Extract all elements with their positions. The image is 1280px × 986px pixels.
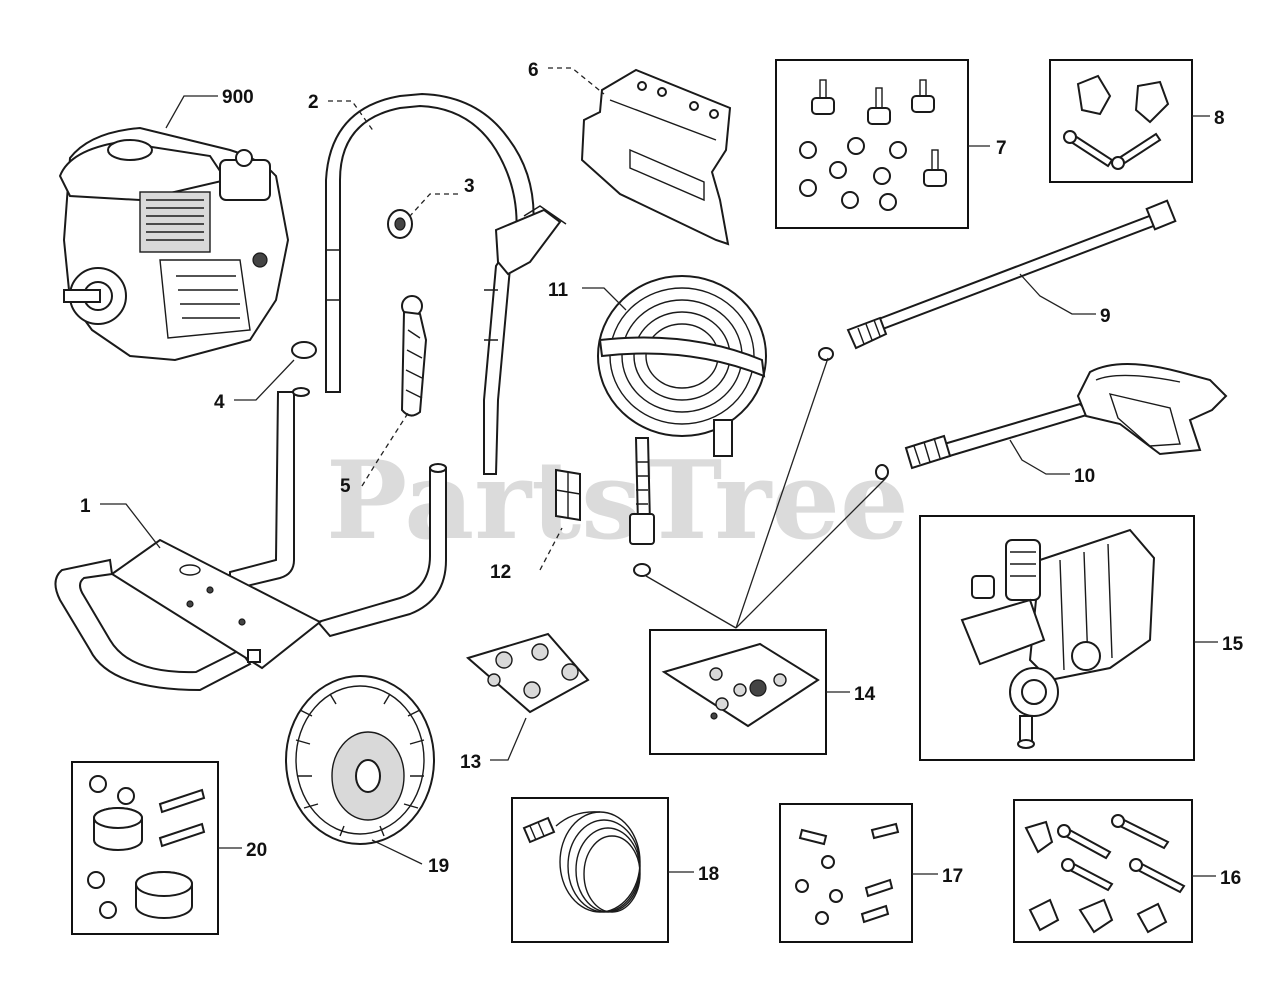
nozzle-kit-illustration[interactable] (465, 632, 590, 714)
leader-14-fan (645, 357, 887, 629)
callout-2[interactable]: 2 (308, 92, 319, 113)
kit-box-17[interactable] (779, 803, 913, 943)
spray-lance-illustration[interactable] (818, 199, 1177, 361)
leader-10 (1009, 439, 1070, 475)
leader-5 (361, 409, 411, 487)
leader-19 (371, 839, 423, 865)
bolts-nuts-illustration (795, 822, 900, 925)
callout-11[interactable]: 11 (548, 280, 569, 301)
frame-illustration[interactable] (54, 387, 447, 692)
knobs-bolts-illustration (1063, 74, 1170, 170)
callout-14[interactable]: 14 (854, 684, 876, 705)
callout-6[interactable]: 6 (528, 60, 539, 81)
vibration-mounts-illustration (799, 79, 947, 211)
callout-18[interactable]: 18 (698, 864, 719, 885)
callout-5[interactable]: 5 (340, 476, 351, 497)
callout-12[interactable]: 12 (490, 562, 511, 583)
leader-11 (582, 287, 627, 311)
cap-illustration[interactable] (291, 341, 317, 359)
callout-17[interactable]: 17 (942, 866, 963, 887)
callout-19[interactable]: 19 (428, 856, 449, 877)
high-pressure-hose-illustration[interactable] (597, 275, 767, 577)
callout-8[interactable]: 8 (1214, 108, 1225, 129)
leader-1 (100, 503, 161, 549)
knobs-handle-bolts-illustration (1024, 814, 1186, 934)
callout-15[interactable]: 15 (1222, 634, 1244, 655)
callout-10[interactable]: 10 (1074, 466, 1095, 487)
callout-900[interactable]: 900 (222, 87, 254, 108)
callout-3[interactable]: 3 (464, 176, 475, 197)
strap-illustration[interactable] (400, 295, 428, 417)
leader-9 (1019, 273, 1096, 315)
o-ring-kit-illustration (661, 642, 820, 728)
callout-20[interactable]: 20 (246, 840, 267, 861)
kit-box-18[interactable] (511, 797, 669, 943)
leader-13 (490, 717, 527, 761)
callout-13[interactable]: 13 (460, 752, 481, 773)
engine-illustration[interactable] (58, 126, 290, 362)
pump-illustration (960, 528, 1156, 749)
leader-2 (328, 100, 375, 133)
handle-nut-illustration[interactable] (387, 209, 413, 239)
bracket-panel-illustration[interactable] (580, 68, 732, 246)
rubber-feet-bolts-illustration (87, 775, 206, 919)
leader-12 (539, 527, 563, 571)
callout-4[interactable]: 4 (214, 392, 225, 413)
garden-hose-adapter-illustration (522, 811, 641, 913)
leader-6 (548, 67, 605, 95)
callout-16[interactable]: 16 (1220, 868, 1241, 889)
leader-4 (234, 359, 295, 401)
callout-9[interactable]: 9 (1100, 306, 1111, 327)
spray-gun-illustration[interactable] (875, 363, 1228, 480)
callout-1[interactable]: 1 (80, 496, 91, 517)
hose-clip-illustration[interactable] (555, 468, 581, 522)
leader-900 (165, 95, 218, 129)
partstree-watermark: PartsTree (326, 438, 909, 564)
callout-7[interactable]: 7 (996, 138, 1007, 159)
wheel-illustration[interactable] (285, 675, 435, 845)
leader-3 (409, 193, 458, 217)
handle-illustration[interactable] (325, 92, 567, 475)
